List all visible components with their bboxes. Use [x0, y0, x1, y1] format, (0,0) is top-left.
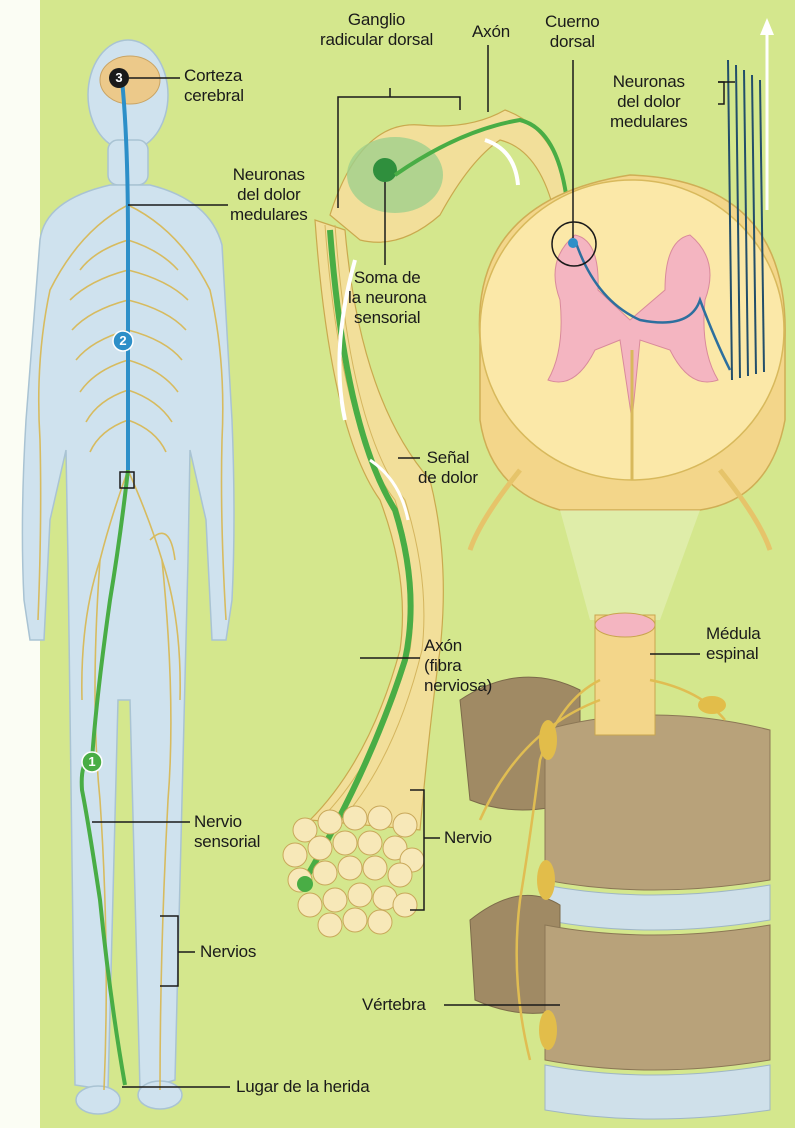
ganglion-3 — [539, 1010, 557, 1050]
ganglion-4 — [698, 696, 726, 714]
label-lugar-herida: Lugar de la herida — [236, 1077, 369, 1097]
label-vertebra: Vértebra — [362, 995, 426, 1015]
label-nervios: Nervios — [200, 942, 256, 962]
label-nervio: Nervio — [444, 828, 492, 848]
marker-3: 3 — [109, 68, 129, 88]
marker-2: 2 — [113, 331, 133, 351]
marker-1: 1 — [82, 752, 102, 772]
label-axon-top: Axón — [472, 22, 510, 42]
ganglion-1 — [539, 720, 557, 760]
ganglion-2 — [537, 860, 555, 900]
